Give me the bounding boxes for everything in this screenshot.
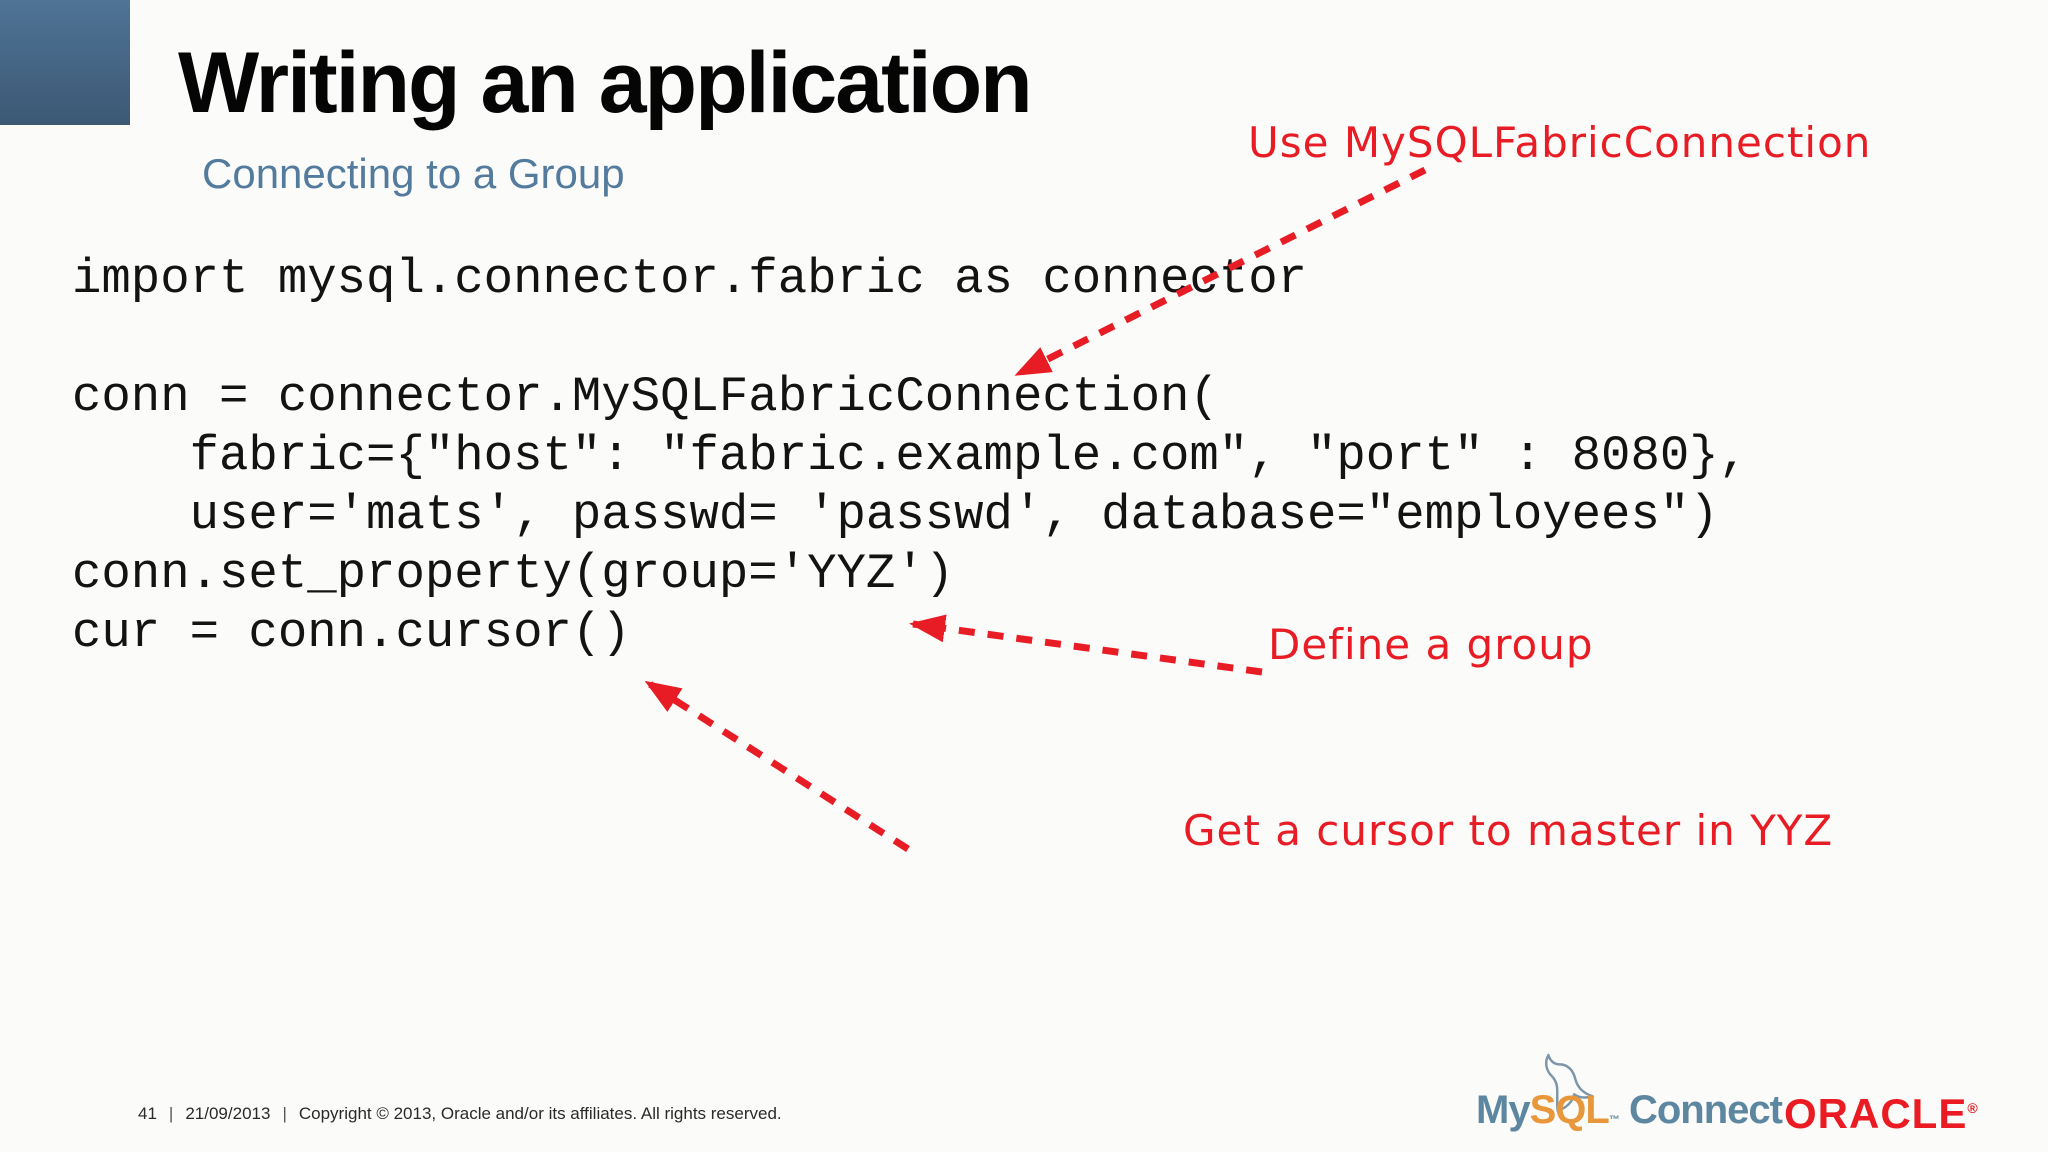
annotation-get-a-cursor: Get a cursor to master in YYZ	[1183, 806, 1834, 855]
footer-copyright: Copyright © 2013, Oracle and/or its affi…	[298, 1104, 782, 1123]
footer-date: 21/09/2013	[185, 1104, 271, 1123]
footer-separator: |	[168, 1104, 174, 1123]
page-number: 41	[138, 1104, 157, 1123]
footer-separator: |	[282, 1104, 287, 1123]
mysql-connect-logo: MySQL™ Connect	[1476, 1034, 1783, 1138]
mysql-wordmark-sql: SQL	[1529, 1088, 1610, 1132]
annotation-define-a-group: Define a group	[1268, 620, 1594, 669]
slide-accent-square	[0, 0, 130, 125]
oracle-wordmark: ORACLE	[1784, 1090, 1968, 1137]
mysql-wordmark-my: My	[1476, 1088, 1531, 1132]
mysql-trademark-symbol: ™	[1608, 1114, 1620, 1126]
code-block: import mysql.connector.fabric as connect…	[72, 251, 1749, 661]
oracle-logo: ORACLE®	[1784, 1090, 1979, 1138]
slide-title: Writing an application	[178, 35, 1033, 131]
mysql-connect-wordmark: MySQL™ Connect	[1476, 1088, 1783, 1133]
oracle-registered-symbol: ®	[1967, 1100, 1979, 1116]
mysql-dolphin-icon	[1544, 1053, 1595, 1113]
arrow-get-a-cursor-icon	[644, 680, 910, 852]
slide-footer: 41 | 21/09/2013 | Copyright © 2013, Orac…	[138, 1104, 782, 1124]
slide-subtitle: Connecting to a Group	[202, 150, 625, 197]
mysql-wordmark-connect: Connect	[1628, 1088, 1783, 1132]
annotation-use-fabricconnection: Use MySQLFabricConnection	[1248, 118, 1872, 167]
